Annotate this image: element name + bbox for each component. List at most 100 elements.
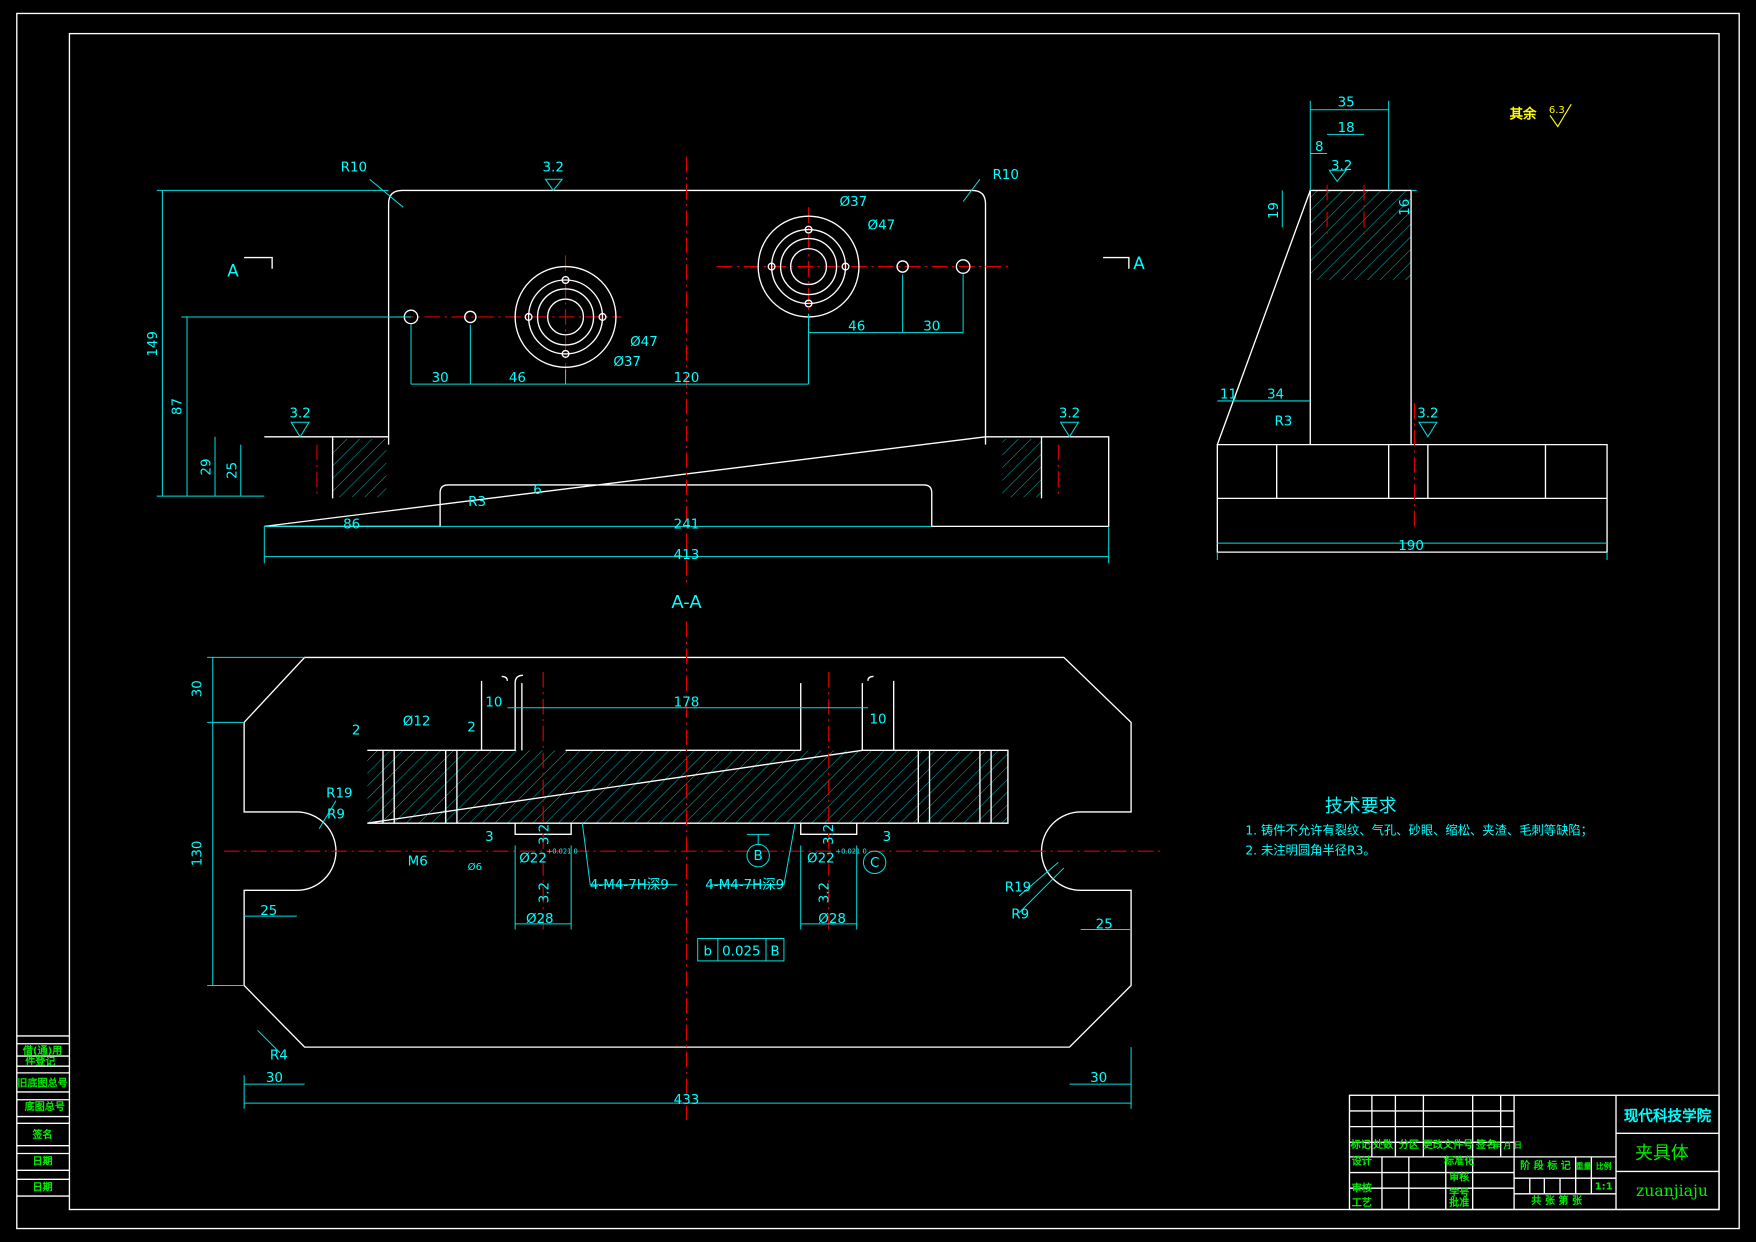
role-check: 审核 [1449,1170,1469,1183]
dim-178: 178 [674,696,700,711]
dim-dia37: Ø37 [613,355,641,370]
dim-dia22-right: Ø22 [807,851,835,866]
dim-dia47-right: Ø47 [868,219,896,234]
side-block-item: 旧底图总号 [17,1076,67,1089]
role-no: 学号 [1449,1186,1469,1199]
front-view: R10 R10 3.2 A A 30 46 120 46 30 Ø47 Ø37 … [146,156,1145,583]
dim-30-br: 30 [1090,1071,1107,1086]
dim-8: 8 [1315,140,1324,155]
part-name: 夹具体 [1635,1143,1689,1164]
dim-dia22-right-tol: +0.021 0 [836,847,867,855]
side-block-item: 借(通)用 [22,1044,62,1057]
roughness-top: 3.2 [543,160,564,175]
dim-30-bl: 30 [266,1071,283,1086]
dim-25-left: 25 [260,904,277,919]
dim-413: 413 [674,548,700,563]
dim-3-left: 3 [485,830,494,845]
section-mark-left: A [227,261,239,281]
tolerance-symbol: b [704,944,713,959]
dim-149: 149 [146,331,161,357]
side-block-item: 日期 [32,1155,52,1168]
tech-requirements: 技术要求 1. 铸件不允许有裂纹、气孔、砂眼、缩松、夹渣、毛刺等缺陷； 2. 未… [1245,796,1593,858]
roughness-b: 3.2 [538,882,553,903]
dim-r10-right: R10 [992,168,1018,183]
dim-19: 19 [1267,202,1282,219]
stage-header: 阶 段 标 记 [1520,1159,1571,1172]
dim-46-right: 46 [848,319,865,334]
rev-header: 签名 [1475,1138,1496,1151]
boss-left [514,265,617,369]
dim-34: 34 [1267,388,1284,403]
section-title: A-A [671,592,702,613]
dim-dia28-right: Ø28 [818,912,846,927]
dim-29: 29 [200,458,215,475]
dim-25: 25 [225,462,240,479]
dim-130: 130 [191,841,206,867]
dim-r19-right: R19 [1005,880,1031,895]
tolerance-value: 0.025 [722,944,760,959]
dim-120: 120 [674,371,700,386]
general-roughness-label: 其余 [1510,106,1537,123]
roughness-d: 3.2 [818,882,833,903]
dim-46: 46 [509,371,526,386]
dim-r9-right: R9 [1011,907,1029,922]
thread-callout-right: 4-M4-7H深9 [705,877,784,893]
boss-right [757,215,860,318]
roughness-a: 3.2 [538,824,553,845]
title-block: 标记 处数 分区 更改文件号 签名 年 月 日 设计 标准化 审核 审核 学号 … [1348,1094,1720,1211]
dim-r10-left: R10 [341,160,367,175]
dim-433: 433 [674,1093,700,1108]
roughness-side-base: 3.2 [1417,407,1438,422]
role-design: 设计 [1352,1155,1372,1168]
datum-b: B [754,849,763,864]
section-mark-right: A [1133,253,1145,273]
roughness-symbol-icon [1549,103,1572,128]
general-roughness-value: 6.3 [1549,105,1565,116]
dim-30-top: 30 [191,680,206,697]
dim-r3: R3 [468,495,486,510]
tech-requirement-1: 1. 铸件不允许有裂纹、气孔、砂眼、缩松、夹渣、毛刺等缺陷； [1245,822,1593,837]
dim-dia6: Ø6 [468,861,482,873]
sheet-count: 共 张 第 张 [1531,1194,1583,1207]
role-standard: 标准化 [1443,1155,1474,1168]
dim-dia47: Ø47 [630,335,658,350]
roughness-c: 3.2 [822,824,837,845]
dim-r3-side: R3 [1274,415,1292,430]
outer-border [16,12,1740,1230]
dim-30: 30 [432,371,449,386]
dim-86: 86 [343,518,360,533]
section-view: A-A 30 130 178 10 10 Ø12 2 2 R19 R9 M6 Ø… [191,592,1165,1120]
role-approve: 批准 [1449,1196,1469,1209]
roughness-base-left: 3.2 [289,407,310,422]
dim-dia12: Ø12 [403,715,431,730]
rev-header: 年 月 日 [1493,1140,1522,1150]
rev-header: 更改文件号 [1423,1138,1473,1151]
dim-16: 16 [1398,199,1413,216]
dim-dia28-left: Ø28 [526,912,554,927]
dim-35: 35 [1338,95,1355,110]
datum-c: C [870,856,879,871]
dim-2-b: 2 [467,720,476,735]
roughness-base-right: 3.2 [1059,407,1080,422]
tech-requirements-title: 技术要求 [1325,796,1397,817]
rev-header: 标记 [1350,1138,1371,1151]
dim-dia22-left-tol: +0.021 0 [547,847,578,855]
stage-header: 比例 [1596,1161,1612,1171]
dim-r4: R4 [270,1048,288,1063]
tolerance-datum: B [770,944,779,959]
role-process: 工艺 [1352,1196,1372,1209]
inner-border [68,32,1720,1211]
dim-dia37-right: Ø37 [840,195,868,210]
dim-r19-left: R19 [326,786,352,801]
dim-2-a: 2 [352,724,361,739]
scale-value: 1:1 [1595,1181,1613,1192]
school-name: 现代科技学院 [1624,1107,1712,1125]
rev-header: 处数 [1372,1138,1394,1151]
dim-190: 190 [1398,539,1424,554]
dim-241: 241 [674,518,700,533]
dim-3-right: 3 [883,830,892,845]
dim-6: 6 [533,483,542,498]
dim-10-left: 10 [485,696,502,711]
dim-m6: M6 [408,855,428,870]
